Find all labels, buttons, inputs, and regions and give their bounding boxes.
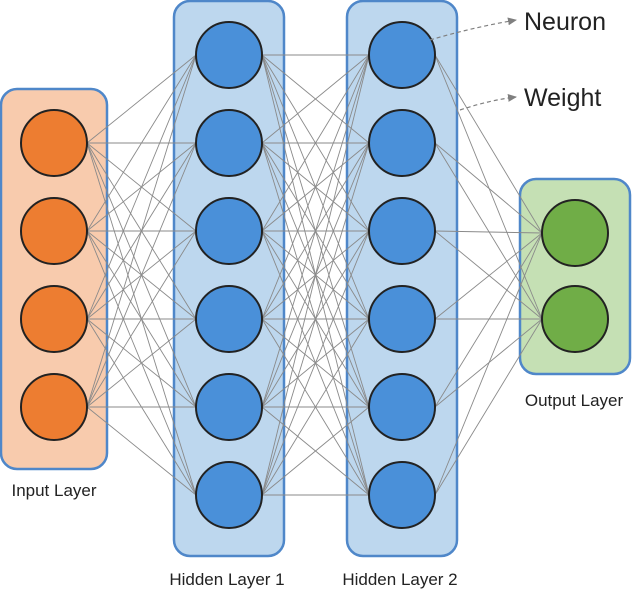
neuron-hidden1-5: [195, 373, 263, 441]
neuron-hidden2-4: [368, 285, 436, 353]
weight-edge: [86, 142, 197, 408]
weight-edge: [261, 54, 370, 408]
weight-edge: [434, 230, 543, 320]
weight-edge: [434, 232, 543, 408]
neuron-hidden1-1: [195, 21, 263, 89]
weight-annotation-arrow: [459, 93, 517, 111]
neuron-input-1: [20, 109, 88, 177]
weight-edge: [261, 54, 370, 144]
neuron-annotation-arrow: [429, 17, 517, 41]
weight-connections: [86, 54, 543, 496]
neuron-hidden1-6: [195, 461, 263, 529]
input-layer-neurons: [20, 109, 88, 441]
weight-edge: [434, 142, 543, 320]
weight-edge: [261, 54, 370, 496]
output-layer-neurons: [541, 199, 609, 353]
weight-edge: [434, 54, 543, 234]
weight-edge: [434, 54, 543, 320]
weight-edge: [434, 142, 543, 234]
weight-edge: [86, 54, 197, 320]
weight-edge: [86, 230, 197, 408]
neuron-hidden1-3: [195, 197, 263, 265]
weight-edge: [434, 232, 543, 496]
neuron-hidden2-3: [368, 197, 436, 265]
hidden-layer-2-label: Hidden Layer 2: [342, 570, 457, 589]
weight-edge: [86, 54, 197, 144]
neuron-output-1: [541, 199, 609, 267]
weight-edge: [261, 230, 370, 496]
neuron-output-2: [541, 285, 609, 353]
neuron-hidden1-2: [195, 109, 263, 177]
neuron-hidden2-5: [368, 373, 436, 441]
hidden-layer-2-neurons: [368, 21, 436, 529]
weight-edge: [261, 54, 370, 232]
weight-edge: [261, 406, 370, 496]
neuron-hidden1-4: [195, 285, 263, 353]
weight-edge: [261, 54, 370, 320]
input-layer-label: Input Layer: [11, 481, 96, 500]
neuron-input-3: [20, 285, 88, 353]
output-layer-label: Output Layer: [525, 391, 624, 410]
neuron-input-4: [20, 373, 88, 441]
neuron-input-2: [20, 197, 88, 265]
weight-edge: [86, 54, 197, 232]
hidden-layer-1-neurons: [195, 21, 263, 529]
weight-annotation-label: Weight: [524, 84, 601, 112]
weight-edge: [434, 230, 543, 234]
neuron-hidden2-6: [368, 461, 436, 529]
weight-edge: [86, 54, 197, 408]
weight-edge: [434, 318, 543, 496]
neuron-annotation-label: Neuron: [524, 8, 606, 36]
hidden-layer-1-label: Hidden Layer 1: [169, 570, 284, 589]
weight-edge: [261, 318, 370, 496]
weight-edge: [86, 318, 197, 408]
neuron-hidden2-1: [368, 21, 436, 89]
weight-edge: [434, 232, 543, 320]
neuron-hidden2-2: [368, 109, 436, 177]
weight-edge: [261, 142, 370, 496]
weight-edge: [86, 406, 197, 496]
